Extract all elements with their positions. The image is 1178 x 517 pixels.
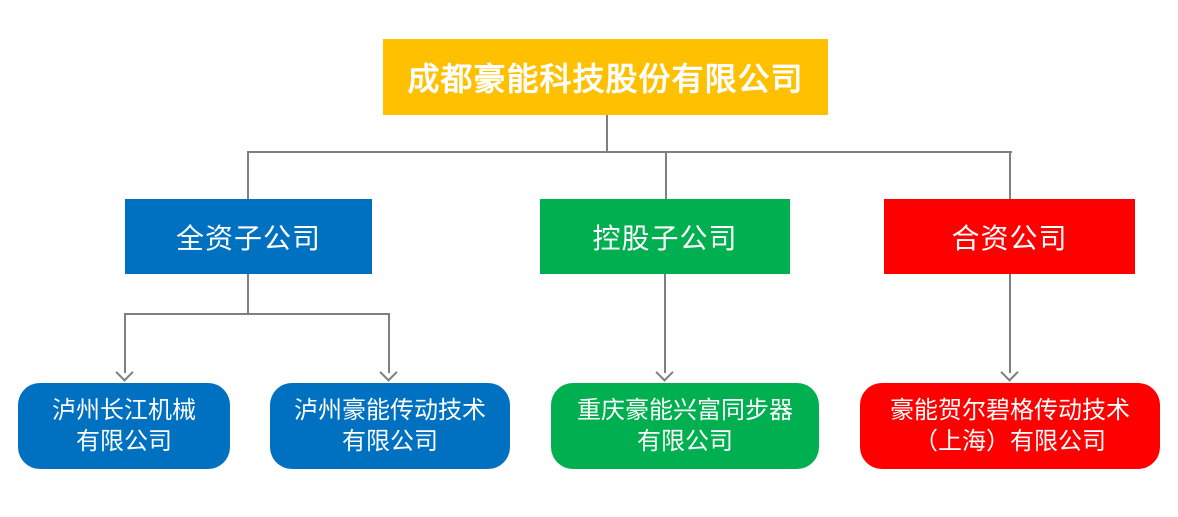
connector-to-chongqing-haoneng [664,274,666,373]
leaf-node-label: 泸州长江机械 有限公司 [52,397,196,455]
leaf-node-label: 豪能贺尔碧格传动技术 （上海）有限公司 [890,397,1130,455]
connector-root-vertical [606,115,608,152]
branch-node-joint-venture: 合资公司 [884,199,1135,274]
branch-node-label: 控股子公司 [592,222,738,254]
connector-to-luzhou-haoneng [388,313,390,373]
arrow-down-icon [1000,363,1019,382]
arrow-down-icon [379,363,398,382]
connector-drop-wholly-owned [247,151,249,199]
leaf-node-luzhou-changjiang: 泸州长江机械 有限公司 [18,383,230,469]
connector-drop-holding [665,151,667,199]
root-node-label: 成都豪能科技股份有限公司 [407,61,804,97]
arrow-down-icon [115,363,134,382]
leaf-node-haoneng-hoerbiger-shanghai: 豪能贺尔碧格传动技术 （上海）有限公司 [860,383,1160,469]
leaf-node-label: 泸州豪能传动技术 有限公司 [294,397,486,455]
leaf-node-label: 重庆豪能兴富同步器 有限公司 [577,397,793,455]
connector-to-hoerbiger-shanghai [1009,274,1011,373]
leaf-node-luzhou-haoneng: 泸州豪能传动技术 有限公司 [270,383,510,469]
leaf-node-chongqing-haoneng-xingfu: 重庆豪能兴富同步器 有限公司 [551,383,819,469]
branch-node-wholly-owned-subsidiary: 全资子公司 [125,199,372,274]
arrow-down-icon [655,363,674,382]
connector-level1-horizontal [247,151,1012,153]
branch-node-label: 合资公司 [951,222,1068,254]
connector-wholly-owned-horizontal [124,313,390,315]
branch-node-label: 全资子公司 [175,222,321,254]
connector-wholly-owned-vertical [247,274,249,313]
branch-node-holding-subsidiary: 控股子公司 [540,199,790,274]
root-node-parent-company: 成都豪能科技股份有限公司 [383,39,828,115]
connector-to-luzhou-changjiang [124,313,126,373]
connector-drop-joint-venture [1009,151,1011,199]
